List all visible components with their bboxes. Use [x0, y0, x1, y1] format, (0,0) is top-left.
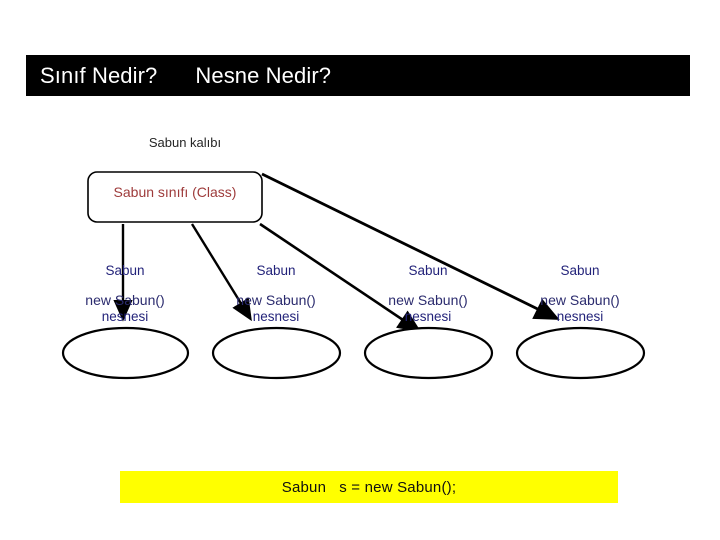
object-label-line2: nesnesi	[404, 308, 452, 324]
object-label-1: Sabun nesnesi	[62, 233, 188, 354]
arrow-to-object-2	[190, 223, 252, 322]
class-object-diagram: Sabun kalıbı Sabun sınıfı (Class) Sabun …	[0, 96, 720, 441]
arrow-to-object-3	[259, 222, 422, 333]
constructor-label-2: new Sabun()	[236, 292, 316, 308]
class-box-shape	[87, 171, 263, 223]
object-label-2: Sabun nesnesi	[213, 233, 339, 354]
code-snippet-text: Sabun s = new Sabun();	[281, 478, 457, 496]
object-label-line2: nesnesi	[101, 308, 149, 324]
constructor-label-4: new Sabun()	[540, 292, 620, 308]
object-ellipse-4	[515, 326, 646, 380]
page-title-nesne-nedir: Nesne Nedir?	[195, 62, 332, 88]
constructor-label-3: new Sabun()	[388, 292, 468, 308]
object-label-line2: nesnesi	[556, 308, 604, 324]
diagram-graphics	[61, 171, 646, 380]
object-label-line1: Sabun	[560, 263, 600, 279]
code-highlight-strip: Sabun s = new Sabun();	[120, 471, 618, 503]
constructor-label-1: new Sabun()	[85, 292, 165, 308]
object-label-line1: Sabun	[105, 263, 145, 279]
class-box-label: Sabun sınıfı (Class)	[113, 184, 237, 200]
object-label-line1: Sabun	[256, 263, 296, 279]
object-label-4: Sabun nesnesi	[517, 233, 643, 354]
slide-title-bar: Sınıf Nedir? Nesne Nedir?	[26, 55, 690, 96]
arrow-to-object-4	[261, 172, 560, 320]
object-label-line1: Sabun	[408, 263, 448, 279]
object-label-3: Sabun nesnesi	[365, 233, 491, 354]
object-ellipse-1	[61, 326, 190, 380]
object-ellipse-3	[363, 326, 494, 380]
mold-caption: Sabun kalıbı	[148, 135, 222, 150]
page-title-sinif-nedir: Sınıf Nedir?	[40, 62, 158, 88]
object-label-line2: nesnesi	[252, 308, 300, 324]
object-ellipse-2	[211, 326, 342, 380]
